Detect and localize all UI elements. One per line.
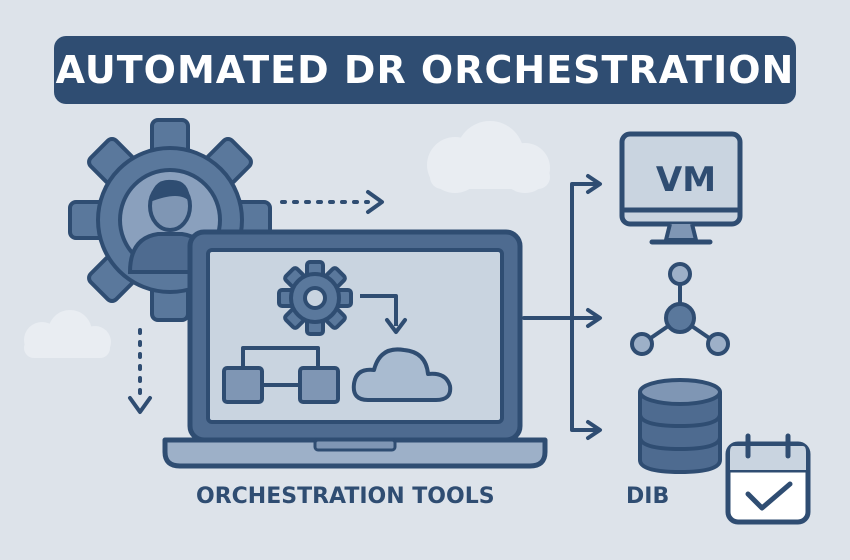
dotted-arrow-right xyxy=(280,190,384,214)
cloud-icon xyxy=(351,347,453,402)
monitor-icon xyxy=(619,131,743,245)
dotted-arrow-down xyxy=(128,328,152,414)
background-cloud-icon xyxy=(24,310,111,358)
calendar-check-icon xyxy=(725,433,811,525)
background-cloud-icon xyxy=(427,121,550,193)
database-icon xyxy=(638,378,722,475)
vm-label: VM xyxy=(655,160,717,200)
orchestration-tools-caption: ORCHESTRATION TOOLS xyxy=(196,484,495,509)
laptop-icon xyxy=(162,229,548,469)
network-icon xyxy=(630,262,730,356)
laptop-arrow-to-cloud xyxy=(360,294,407,334)
title-banner: AUTOMATED DR ORCHESTRATION xyxy=(54,36,796,104)
flowchart-icon xyxy=(222,346,340,404)
page-title: AUTOMATED DR ORCHESTRATION xyxy=(55,48,795,92)
database-caption: DIB xyxy=(626,484,670,509)
branch-connector xyxy=(522,174,602,440)
small-gear-icon xyxy=(277,260,353,336)
